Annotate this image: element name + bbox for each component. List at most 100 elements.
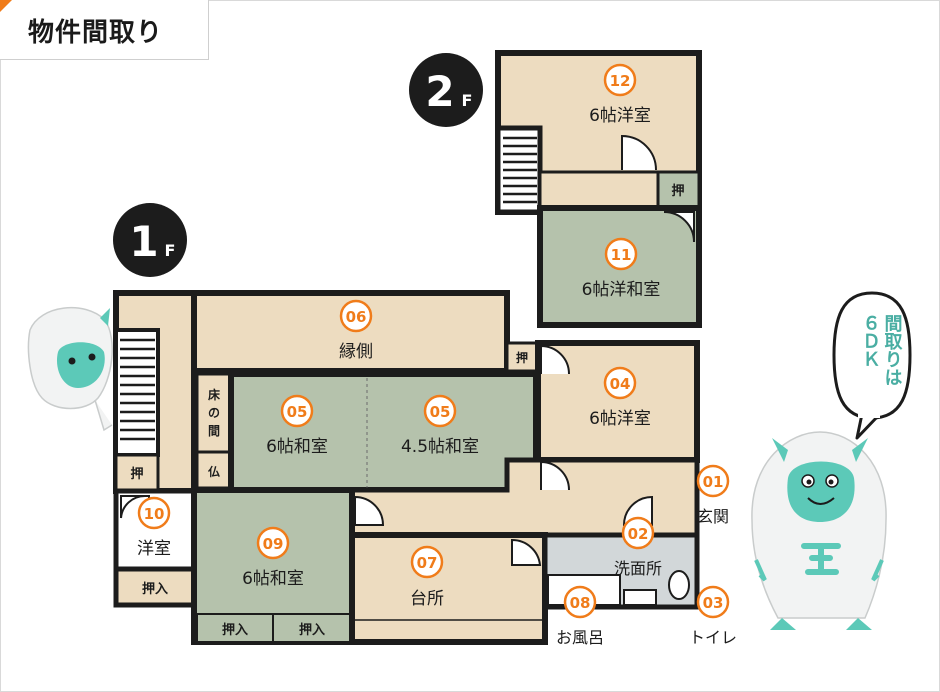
stairs-1f — [114, 328, 160, 457]
closet-1f-mid — [505, 341, 540, 373]
room-04-number: 04 — [610, 375, 631, 393]
room-05a-number: 05 — [287, 403, 308, 421]
room-09-name: 6帖和室 — [242, 569, 304, 589]
speech-bubble: 間取りは ６ＤＫ — [832, 291, 912, 440]
room-05b-name: 4.5帖和室 — [401, 437, 479, 457]
room-06-number-badge — [339, 299, 373, 333]
mascot-right-body — [751, 431, 887, 619]
floor-label-1f: 1 F — [113, 203, 187, 277]
closet-room-09-left-label: 押入 — [222, 622, 248, 638]
room-06: 06 縁側 — [339, 299, 373, 362]
room-01-number-badge — [696, 464, 730, 498]
mascot-right-chest-emblem — [801, 543, 841, 575]
washbasin — [623, 589, 657, 606]
mascot-right-feet — [770, 618, 872, 630]
room-12-name: 6帖洋室 — [589, 106, 651, 126]
mascot-left-eye-right — [88, 353, 96, 361]
title-corner-accent — [0, 0, 12, 12]
mascot-left-eye-left — [68, 357, 76, 365]
room-06-name: 縁側 — [339, 342, 373, 362]
room-08: 08 お風呂 — [556, 585, 604, 647]
closet-room-09-right — [272, 613, 353, 643]
page-title: 物件間取り — [28, 18, 164, 48]
room-05b-number-badge — [423, 394, 457, 428]
room-08-number: 08 — [570, 594, 591, 612]
door-room-07 — [511, 538, 542, 566]
badge-line-1: 間取りは — [882, 314, 903, 386]
room-12-number: 12 — [610, 72, 631, 90]
room-02-number-badge — [621, 516, 655, 550]
room-01-name: 玄関 — [697, 507, 729, 526]
closet-room-09-left — [196, 613, 274, 643]
window-marks — [230, 50, 640, 342]
stairs-2f-treads — [503, 136, 537, 204]
room-05a: 05 6帖和室 — [266, 394, 328, 457]
room-04-number-badge — [603, 366, 637, 400]
door-room-09 — [354, 495, 385, 526]
room-10: 10 洋室 — [137, 496, 171, 559]
stairs-1f-treads — [120, 338, 155, 441]
room-03-number-badge — [696, 585, 730, 619]
room-02: 02 洗面所 — [614, 516, 662, 578]
room-12-number-badge — [603, 63, 637, 97]
mascot-right-claws — [754, 559, 884, 582]
hallway-2f — [538, 170, 660, 210]
door-room-12 — [621, 134, 657, 171]
butsuma-label: 仏 — [208, 465, 220, 479]
room-01-number: 01 — [703, 473, 724, 491]
room-09: 09 6帖和室 — [242, 526, 304, 589]
room-08-name: お風呂 — [556, 628, 604, 647]
room-10-name: 洋室 — [137, 539, 171, 559]
room-07: 07 台所 — [410, 545, 444, 609]
second-floor: 2 F 押 — [409, 50, 702, 328]
floor-label-2f-suffix: F — [462, 91, 473, 110]
badge-line-2: ６ＤＫ — [860, 314, 881, 368]
tokonoma-char-1: 床 — [208, 387, 221, 402]
first-floor: 1 F 押 床 の 間 — [113, 50, 737, 647]
room-10-number-badge — [137, 496, 171, 530]
room-05a-number-badge — [280, 394, 314, 428]
room-04: 04 6帖洋室 — [589, 366, 651, 429]
closet-room-09-right-label: 押入 — [299, 622, 325, 638]
room-02-name: 洗面所 — [614, 559, 662, 578]
room-05-fill — [228, 371, 539, 493]
room-07-fill — [349, 532, 548, 645]
room-09-number-badge — [256, 526, 290, 560]
room-03-number: 03 — [703, 594, 724, 612]
mascot-right-face — [787, 461, 855, 522]
title-tab: 物件間取り — [0, 0, 209, 60]
room-09-number: 09 — [263, 535, 284, 553]
floor-label-2f-circle — [409, 53, 483, 127]
floor-label-2f: 2 F — [409, 53, 483, 127]
speech-bubble-tail-mask — [858, 412, 880, 418]
room-03-name: トイレ — [689, 628, 737, 647]
closet-room-10-label: 押入 — [142, 581, 168, 597]
closet-2f-label: 押 — [671, 183, 684, 199]
door-room-04 — [540, 344, 570, 375]
mascot-left-arm — [94, 399, 113, 432]
speech-bubble-tail — [855, 413, 880, 440]
room-08-number-badge — [563, 585, 597, 619]
mascot-right-mouth — [807, 497, 835, 505]
floor-label-1f-circle — [113, 203, 187, 277]
door-entrance — [622, 495, 653, 526]
room-05a-name: 6帖和室 — [266, 437, 328, 457]
floor-label-2f-number: 2 — [425, 67, 454, 116]
mascot-right-pupil-left — [806, 479, 812, 485]
room-07-name: 台所 — [410, 589, 444, 609]
closet-1f-mid-label: 押 — [516, 350, 528, 365]
room-05b: 05 4.5帖和室 — [401, 394, 479, 457]
mascot-right-horn-left — [772, 438, 788, 462]
mascot-right — [751, 431, 887, 630]
room-12: 12 6帖洋室 — [589, 63, 651, 126]
mascot-right-horn-right — [852, 438, 868, 462]
room-01: 01 玄関 — [696, 464, 730, 526]
room-02-number: 02 — [628, 525, 649, 543]
tokonoma-char-3: 間 — [208, 424, 220, 438]
closet-1f-left-label: 押 — [130, 466, 143, 482]
room-10-number: 10 — [144, 505, 165, 523]
room-11-number-badge — [604, 237, 638, 271]
closet-2f — [656, 170, 701, 210]
